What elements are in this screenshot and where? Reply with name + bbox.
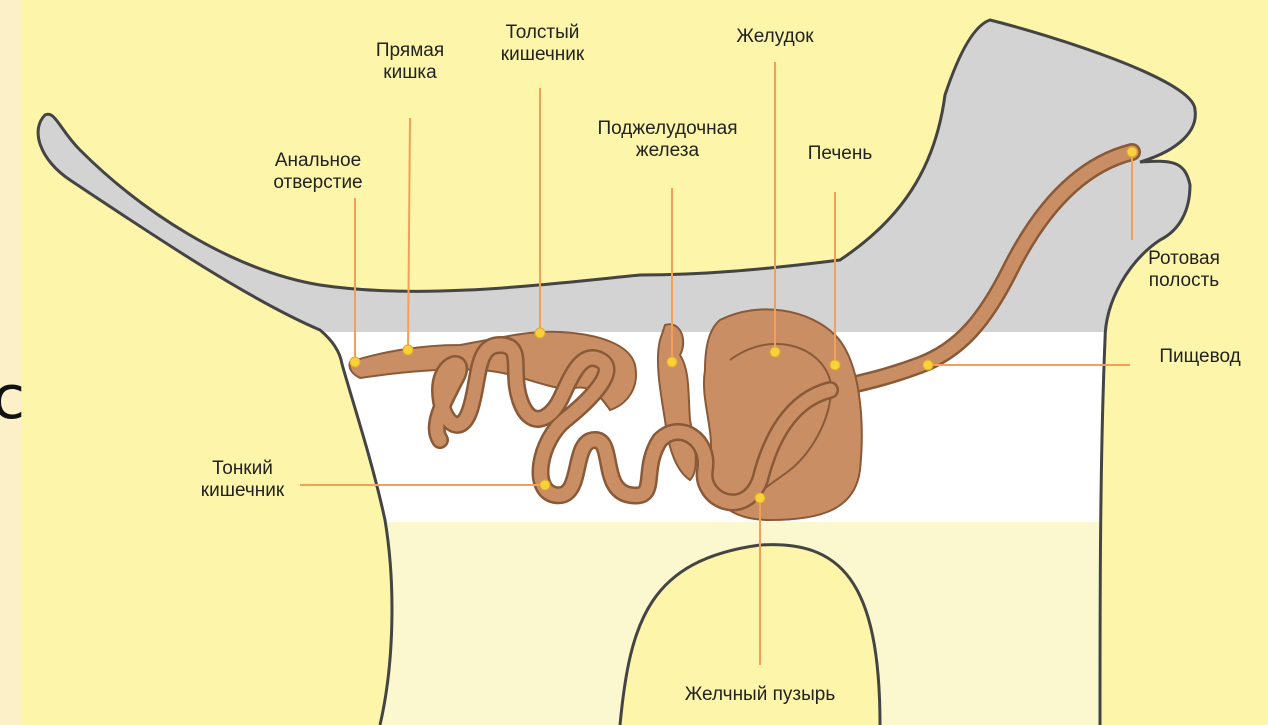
label-small-intestine-line1: Тонкий bbox=[190, 458, 295, 480]
label-pancreas-line1: Поджелудочная bbox=[565, 118, 770, 140]
label-pancreas-line2: железа bbox=[565, 140, 770, 162]
label-stomach: Желудок bbox=[710, 26, 840, 48]
label-mouth-line2: полость bbox=[1124, 270, 1244, 292]
upper-gray-region bbox=[0, 0, 1268, 332]
lower-light-region bbox=[0, 522, 1268, 725]
label-anal-line1: Анальное bbox=[258, 150, 378, 172]
label-large-intestine-line2: кишечник bbox=[485, 44, 600, 66]
label-anal-line2: отверстие bbox=[258, 172, 378, 194]
label-gallbladder: Желчный пузырь bbox=[640, 684, 880, 706]
label-rectum: Прямая кишка bbox=[360, 40, 460, 84]
marker-liver bbox=[830, 360, 840, 370]
label-gallbladder-line1: Желчный пузырь bbox=[640, 684, 880, 706]
marker-stomach bbox=[770, 347, 780, 357]
marker-esophagus bbox=[923, 360, 933, 370]
marker-pancreas bbox=[667, 357, 677, 367]
marker-large-intestine bbox=[535, 328, 545, 338]
label-esophagus: Пищевод bbox=[1140, 346, 1260, 368]
label-rectum-line1: Прямая bbox=[360, 40, 460, 62]
label-anal-opening: Анальное отверстие bbox=[258, 150, 378, 194]
marker-anal bbox=[350, 357, 360, 367]
label-large-intestine: Толстый кишечник bbox=[485, 22, 600, 66]
label-liver-line1: Печень bbox=[790, 143, 890, 165]
edge-glyph: c bbox=[0, 368, 25, 428]
marker-small-intestine bbox=[540, 480, 550, 490]
marker-mouth bbox=[1127, 147, 1137, 157]
label-esophagus-line1: Пищевод bbox=[1140, 346, 1260, 368]
label-stomach-line1: Желудок bbox=[710, 26, 840, 48]
marker-rectum bbox=[403, 345, 413, 355]
label-pancreas: Поджелудочная железа bbox=[565, 118, 770, 162]
label-small-intestine-line2: кишечник bbox=[190, 480, 295, 502]
marker-gallbladder bbox=[755, 493, 765, 503]
label-mouth-line1: Ротовая bbox=[1124, 248, 1244, 270]
label-small-intestine: Тонкий кишечник bbox=[190, 458, 295, 502]
label-large-intestine-line1: Толстый bbox=[485, 22, 600, 44]
label-rectum-line2: кишка bbox=[360, 62, 460, 84]
label-mouth-cavity: Ротовая полость bbox=[1124, 248, 1244, 292]
label-liver: Печень bbox=[790, 143, 890, 165]
